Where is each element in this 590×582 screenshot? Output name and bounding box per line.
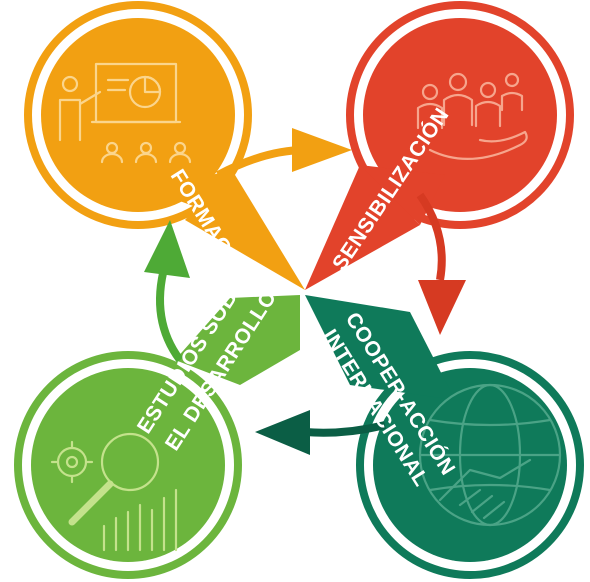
arrow-formacion-head bbox=[292, 128, 352, 172]
people-hand-icon bbox=[416, 72, 528, 160]
handshake-globe-icon bbox=[418, 383, 562, 527]
arrow-estudios-to-formacion bbox=[156, 263, 184, 363]
estudios-outer-ring bbox=[14, 351, 242, 579]
arrow-sensibilizacion-to-cooperacion bbox=[416, 192, 446, 281]
segment-formacion bbox=[24, 1, 352, 290]
arrow-cooperacion-to-estudios bbox=[304, 421, 386, 437]
segment-estudios bbox=[14, 220, 300, 579]
sensibilizacion-outer-ring bbox=[346, 1, 574, 229]
arrow-estudios-head bbox=[144, 220, 190, 278]
segment-sensibilizacion bbox=[305, 1, 574, 335]
arrow-sensibilizacion-head bbox=[418, 280, 466, 335]
arrow-cooperacion-head bbox=[255, 410, 310, 455]
arrow-formacion-to-sensibilizacion bbox=[216, 146, 306, 179]
estudios-pointer bbox=[175, 295, 300, 385]
presentation-icon bbox=[58, 62, 192, 164]
formacion-disc bbox=[41, 18, 235, 212]
magnifier-gear-icon bbox=[50, 432, 178, 552]
cooperacion-disc bbox=[373, 368, 567, 562]
cooperacion-outer-ring bbox=[356, 351, 584, 579]
cooperacion-pointer bbox=[305, 295, 455, 400]
segment-cooperacion bbox=[255, 295, 584, 579]
sensibilizacion-disc bbox=[363, 18, 557, 212]
formacion-outer-ring bbox=[24, 1, 252, 229]
